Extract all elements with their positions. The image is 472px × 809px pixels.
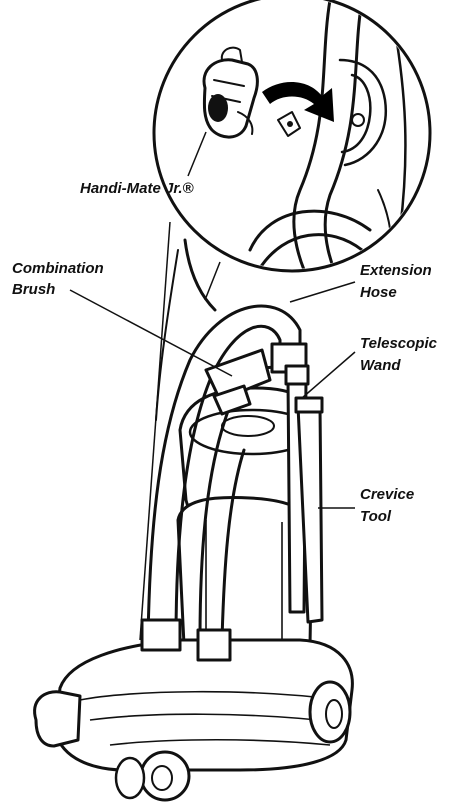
label-combination-brush-1: Combination [12,260,104,277]
inset-connector-right [205,262,220,300]
label-telescopic-wand-2: Wand [360,357,401,374]
inset-connector-left [140,222,170,640]
detail-inset [154,0,430,300]
leader-telescopic-wand [302,352,355,398]
label-telescopic-wand-1: Telescopic [360,335,438,352]
label-extension-hose-2: Hose [360,284,397,301]
leader-extension-hose [290,282,355,302]
label-combination-brush-2: Brush [12,281,55,298]
label-extension-hose-1: Extension [360,262,432,279]
label-crevice-tool-2: Tool [360,508,392,525]
label-handi-mate: Handi-Mate Jr.® [80,180,195,197]
label-crevice-tool-1: Crevice [360,486,414,503]
